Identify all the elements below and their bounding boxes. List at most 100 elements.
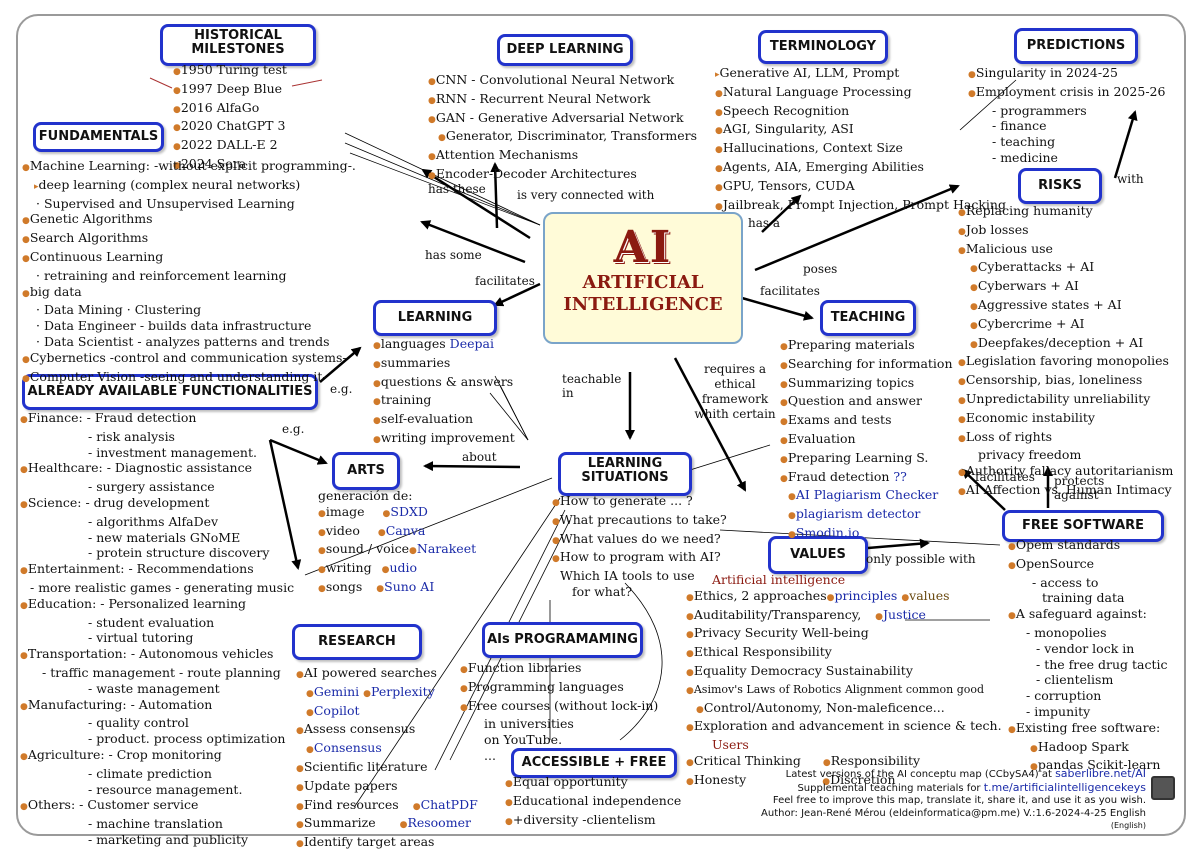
box-values-label: VALUES	[790, 547, 846, 562]
box-historical-milestones[interactable]: HISTORICAL MILESTONES	[160, 24, 316, 66]
ai-center-node[interactable]: AI ARTIFICIAL INTELLIGENCE	[543, 212, 743, 344]
box-arts[interactable]: ARTS	[332, 452, 400, 490]
list-item: ●Cyberattacks + AI	[970, 259, 1095, 275]
box-functionalities[interactable]: ALREADY AVAILABLE FUNCTIONALITIES	[22, 374, 318, 410]
tool-resoomer[interactable]: ●Resoomer	[399, 815, 471, 831]
list-item: ●Preparing Learning S.	[780, 449, 929, 465]
list-item: - finance	[992, 118, 1047, 134]
list-item: ●Authority fallacy autoritarianism	[958, 463, 1174, 479]
box-research[interactable]: RESEARCH	[292, 624, 422, 660]
list-item: ●2024 Sora	[173, 155, 247, 171]
list-item: ●Censorship, bias, loneliness	[958, 372, 1143, 388]
tool-gemini[interactable]: ●Gemini	[306, 683, 360, 699]
terminology-list: ▸Generative AI, LLM, Prompt ●Natural Lan…	[715, 65, 1006, 215]
tool-perplexity[interactable]: ●Perplexity	[363, 683, 435, 699]
box-learning[interactable]: LEARNING	[373, 300, 497, 336]
list-item: in universities	[484, 716, 574, 732]
list-item: - medicine	[992, 149, 1058, 165]
list-item: ▸deep learning (complex neural networks)	[34, 176, 301, 192]
box-programming[interactable]: AIs PROGRAMAMING	[482, 622, 643, 658]
tool-deepai[interactable]: Deepai	[449, 336, 494, 351]
list-item: · Data Engineer - builds data infrastruc…	[36, 318, 312, 334]
box-values[interactable]: VALUES	[768, 536, 868, 574]
list-item: on YouTube.	[484, 732, 563, 748]
box-teaching[interactable]: TEACHING	[820, 300, 916, 336]
list-item: ●Assess consensus	[296, 721, 416, 737]
box-programming-label: AIs PROGRAMAMING	[487, 632, 638, 647]
box-deep-learning-label: DEEP LEARNING	[506, 42, 624, 57]
box-terminology[interactable]: TERMINOLOGY	[758, 30, 888, 64]
list-item: ●Ethics, 2 approaches●principles ●values	[686, 587, 950, 603]
box-predictions-label: PREDICTIONS	[1026, 38, 1126, 53]
label-has-these: has these	[428, 182, 486, 196]
tool-udio[interactable]: ●udio	[381, 560, 418, 576]
list-item: · retraining and reinforcement learning	[36, 267, 287, 283]
tool-narakeet[interactable]: ●Narakeet	[409, 541, 477, 557]
tool-chatpdf[interactable]: ●ChatPDF	[412, 796, 478, 812]
label-facilitates-right: facilitates	[760, 284, 820, 298]
list-item: ●Identify target areas	[296, 834, 435, 850]
list-item: ●Scientific literature	[296, 758, 428, 774]
box-accessible-free[interactable]: ACCESSIBLE + FREE	[511, 748, 677, 778]
box-fundamentals[interactable]: FUNDAMENTALS	[33, 122, 164, 152]
predictions-list: ●Singularity in 2024-25 ●Employment cris…	[968, 65, 1165, 166]
tool-plagiarism-detector[interactable]: ●plagiarism detector	[788, 506, 921, 522]
tool-copilot[interactable]: ●Copilot	[306, 702, 360, 718]
box-accessible-label: ACCESSIBLE + FREE	[521, 755, 667, 770]
footer-link-telegram[interactable]: t.me/artificialintelligencekeys	[983, 780, 1146, 794]
users-heading: Users	[712, 737, 749, 753]
list-item: for what?	[572, 583, 633, 599]
list-item: - machine translation	[88, 816, 223, 832]
list-item: ●writing ●udio	[318, 560, 418, 576]
tool-canva[interactable]: ●Canva	[377, 522, 426, 538]
list-item: ●AI powered searches	[296, 665, 437, 680]
list-item: ●Malicious use	[958, 240, 1053, 256]
list-item: ●training	[373, 392, 432, 408]
list-item: ●questions & answers	[373, 373, 514, 389]
tool-plagiarism-checker[interactable]: ●AI Plagiarism Checker	[788, 487, 939, 503]
learning-list: ●languages Deepai ●summaries ●questions …	[373, 336, 515, 449]
ai-abbreviation: AI	[613, 222, 673, 273]
ai-title-line2: INTELLIGENCE	[563, 294, 723, 315]
list-item: ●Agriculture: - Crop monitoring	[20, 746, 222, 762]
list-item: ●GPU, Tensors, CUDA	[715, 177, 855, 193]
box-risks[interactable]: RISKS	[1018, 168, 1102, 204]
list-item: ●Natural Language Processing	[715, 83, 912, 99]
list-item: ●Agents, AIA, Emerging Abilities	[715, 158, 924, 174]
box-risks-label: RISKS	[1038, 178, 1082, 193]
list-item: ●video ●Canva	[318, 522, 426, 538]
list-item: ●self-evaluation	[373, 411, 474, 427]
values-list: Artificial intelligence ●Ethics, 2 appro…	[686, 572, 1002, 791]
list-item: ●GAN - Generative Adversarial Network	[428, 109, 684, 125]
arrow-has-these	[421, 168, 531, 240]
box-terminology-label: TERMINOLOGY	[769, 39, 877, 54]
arrow-facilitates-right	[741, 296, 814, 321]
tool-suno[interactable]: ●Suno AI	[376, 578, 435, 594]
list-item: - the free drug tactic	[1036, 656, 1168, 672]
box-learning-situations[interactable]: LEARNING SITUATIONS	[558, 452, 692, 496]
box-predictions[interactable]: PREDICTIONS	[1014, 28, 1138, 64]
arts-intro: generación de:	[318, 488, 413, 503]
box-free-software[interactable]: FREE SOFTWARE	[1002, 510, 1164, 542]
footer-line3: Feel free to improve this map, translate…	[772, 795, 1146, 806]
map-frame	[16, 14, 1186, 836]
list-item: ●Update papers	[296, 777, 398, 793]
arrow-poses	[754, 184, 960, 272]
box-deep-learning[interactable]: DEEP LEARNING	[497, 34, 633, 66]
list-item: ●Continuous Learning	[22, 248, 164, 264]
list-item: ●Exploration and advancement in science …	[686, 718, 1002, 734]
list-item: ●Science: - drug development	[20, 494, 210, 510]
list-item: - traffic management - route planning	[42, 664, 281, 680]
tool-consensus[interactable]: ●Consensus	[306, 740, 382, 756]
list-item: ●How to generate ... ?	[552, 493, 693, 508]
list-item: ●Privacy Security Well-being	[686, 625, 869, 641]
footer-link-saberlibre[interactable]: saberlibre.net/AI	[1055, 767, 1146, 780]
list-item: ●+diversity -clientelism	[505, 811, 656, 827]
list-item: ●Machine Learning: -without explicit pro…	[22, 158, 356, 173]
list-item: · Data Mining · Clustering	[36, 302, 202, 318]
footer-line1: Latest versions of the AI conceptu map (…	[785, 767, 1146, 780]
list-item: ●Cybernetics -control and communication …	[22, 349, 347, 365]
list-item: ●Genetic Algorithms	[22, 211, 153, 227]
tool-sdxd[interactable]: ●SDXD	[382, 503, 428, 519]
tool-smodin[interactable]: ●Smodin.io	[788, 524, 860, 540]
